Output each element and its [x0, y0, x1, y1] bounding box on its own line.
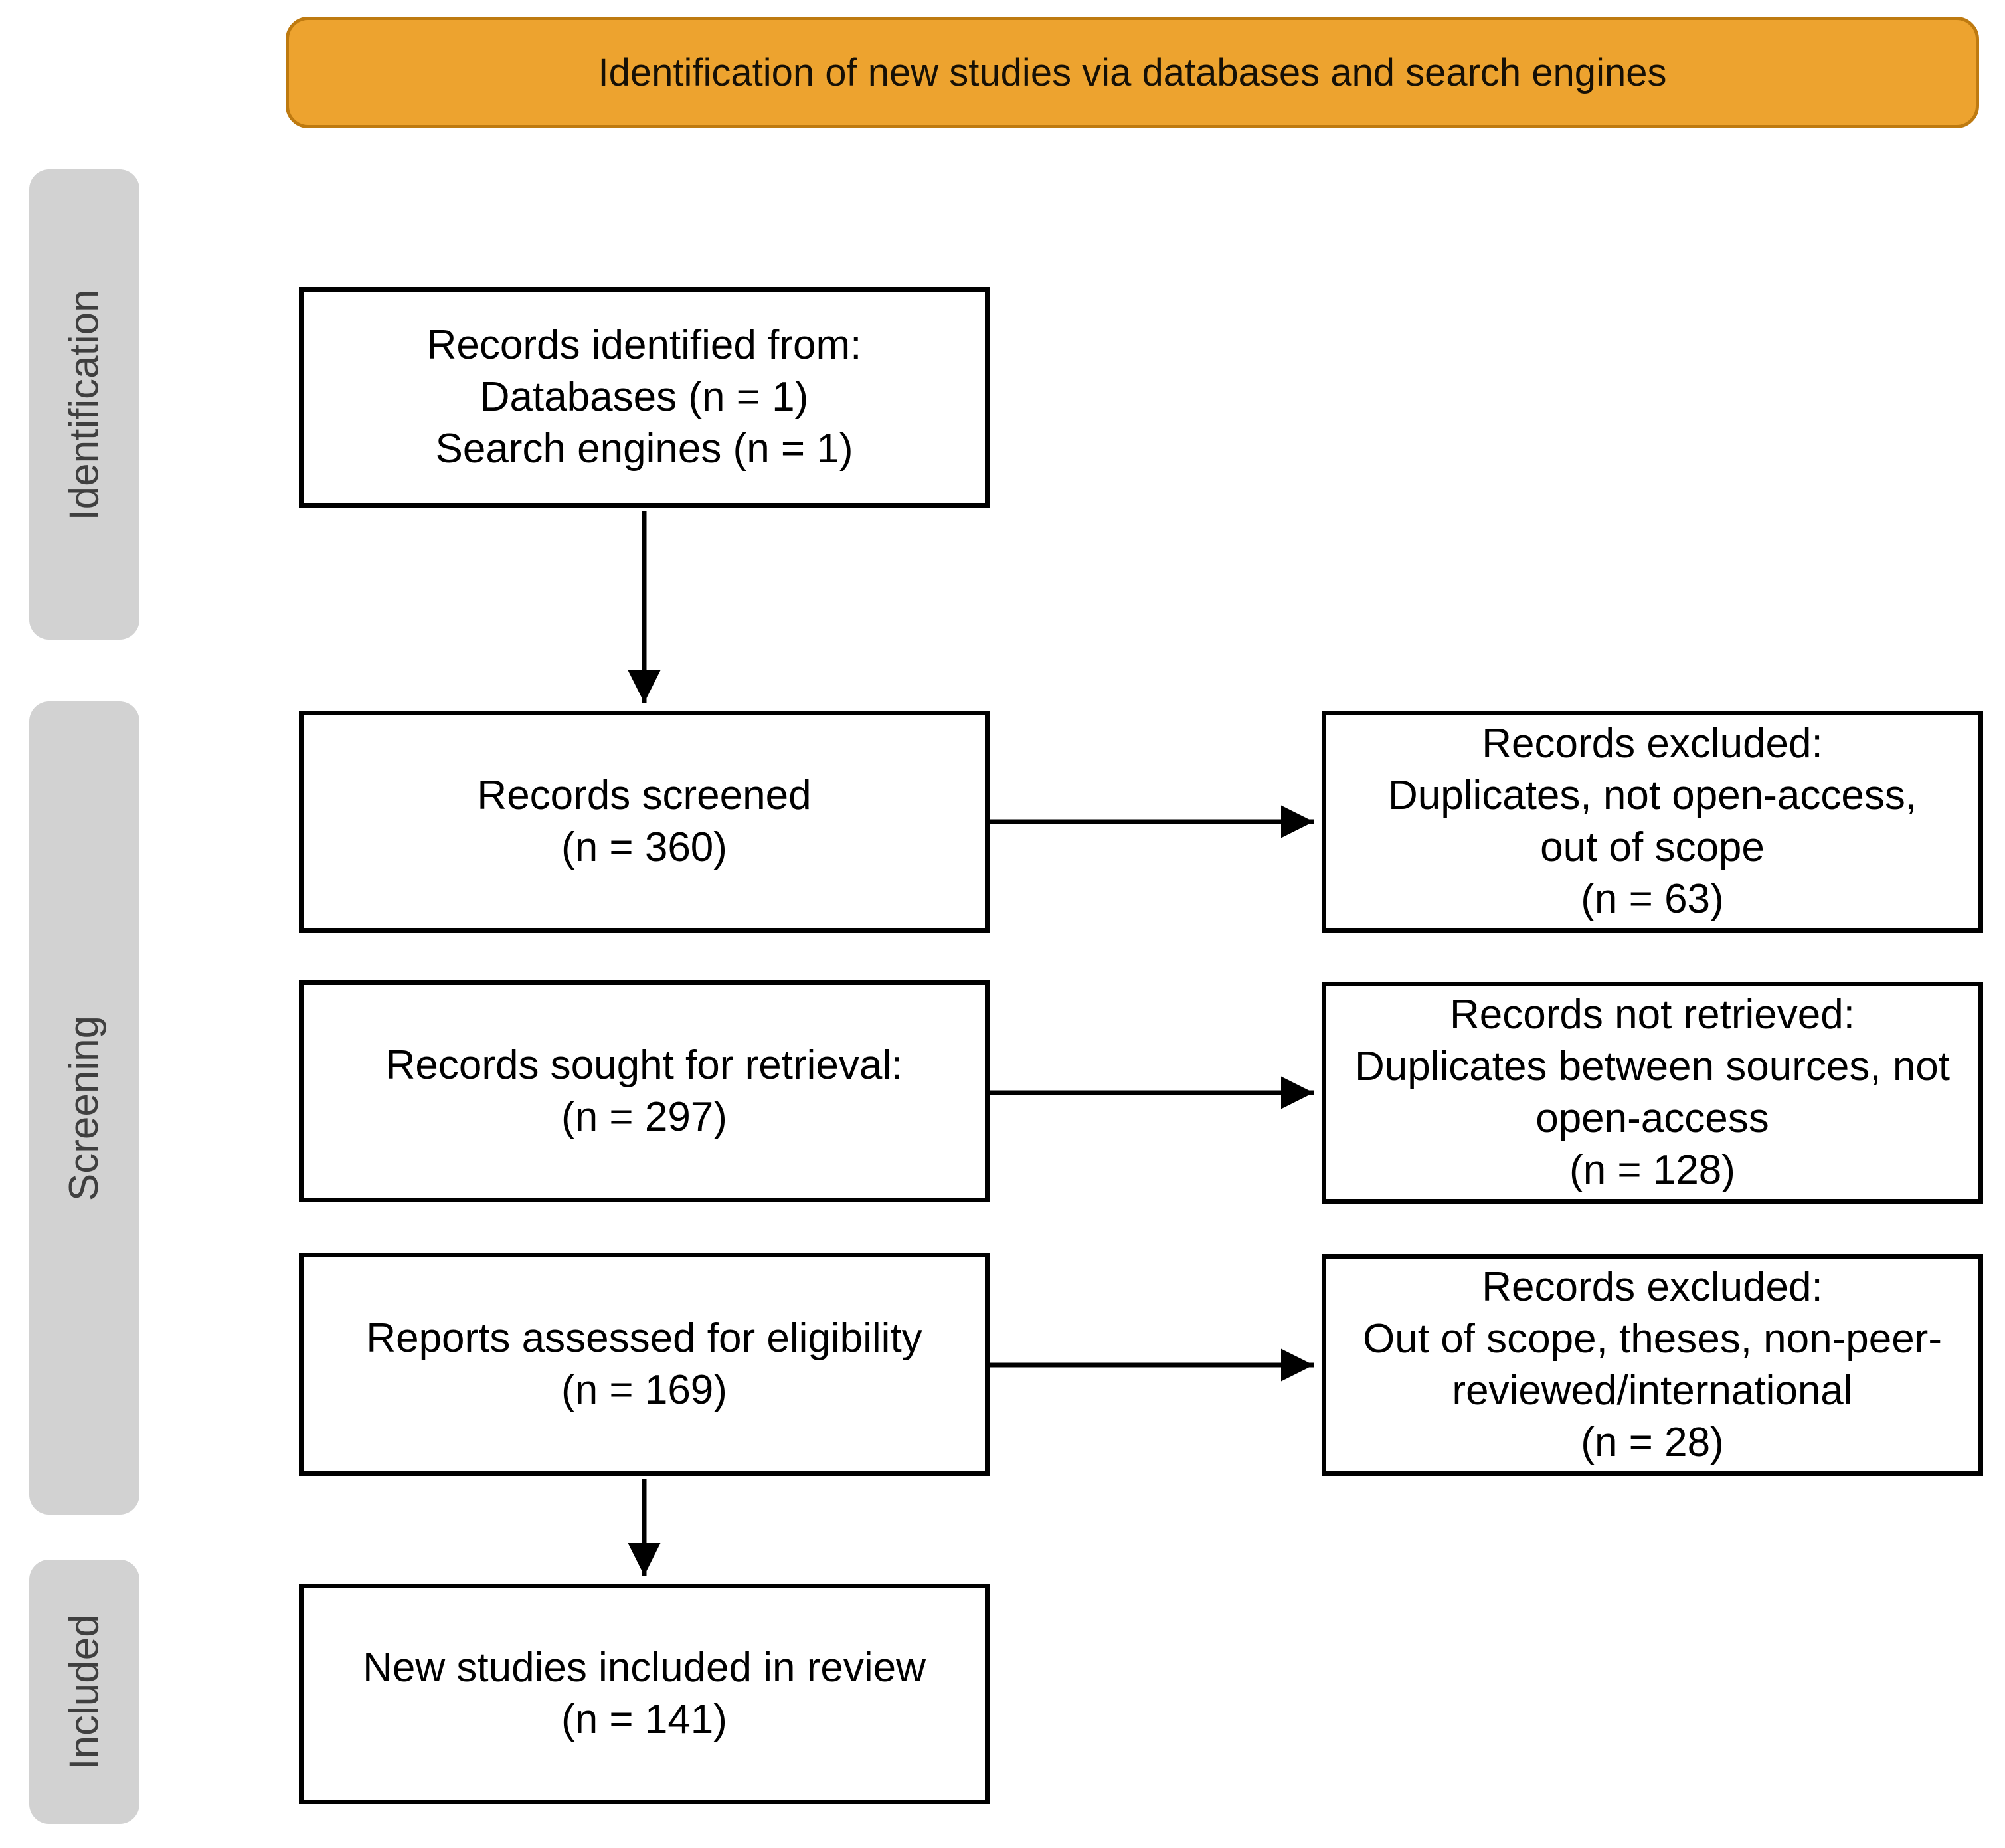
box-records-identified: Records identified from: Databases (n = … — [299, 287, 990, 508]
stage-label-screening: Screening — [61, 1015, 108, 1201]
box-records-screened-text: Records screened (n = 360) — [477, 773, 812, 870]
diagram-title: Identification of new studies via databa… — [598, 50, 1667, 94]
box-records-excluded-screening: Records excluded: Duplicates, not open-a… — [1322, 711, 1983, 933]
box-studies-included: New studies included in review (n = 141) — [299, 1584, 990, 1804]
box-records-excluded-eligibility-text: Records excluded: Out of scope, theses, … — [1363, 1264, 1942, 1465]
stage-bar-screening: Screening — [29, 701, 139, 1515]
box-reports-assessed: Reports assessed for eligibility (n = 16… — [299, 1253, 990, 1476]
box-records-excluded-screening-text: Records excluded: Duplicates, not open-a… — [1387, 721, 1917, 922]
box-records-not-retrieved-text: Records not retrieved: Duplicates betwee… — [1354, 992, 1951, 1193]
stage-label-included: Included — [61, 1614, 108, 1770]
box-records-screened: Records screened (n = 360) — [299, 711, 990, 933]
box-records-identified-text: Records identified from: Databases (n = … — [426, 322, 862, 472]
stage-bar-included: Included — [29, 1560, 139, 1824]
box-reports-assessed-text: Reports assessed for eligibility (n = 16… — [366, 1315, 922, 1413]
box-studies-included-text: New studies included in review (n = 141) — [363, 1645, 926, 1742]
box-records-sought: Records sought for retrieval: (n = 297) — [299, 980, 990, 1202]
box-records-not-retrieved: Records not retrieved: Duplicates betwee… — [1322, 982, 1983, 1204]
diagram-title-banner: Identification of new studies via databa… — [286, 17, 1979, 128]
box-records-excluded-eligibility: Records excluded: Out of scope, theses, … — [1322, 1254, 1983, 1476]
stage-label-identification: Identification — [61, 288, 108, 521]
box-records-sought-text: Records sought for retrieval: (n = 297) — [385, 1042, 903, 1140]
stage-bar-identification: Identification — [29, 169, 139, 640]
